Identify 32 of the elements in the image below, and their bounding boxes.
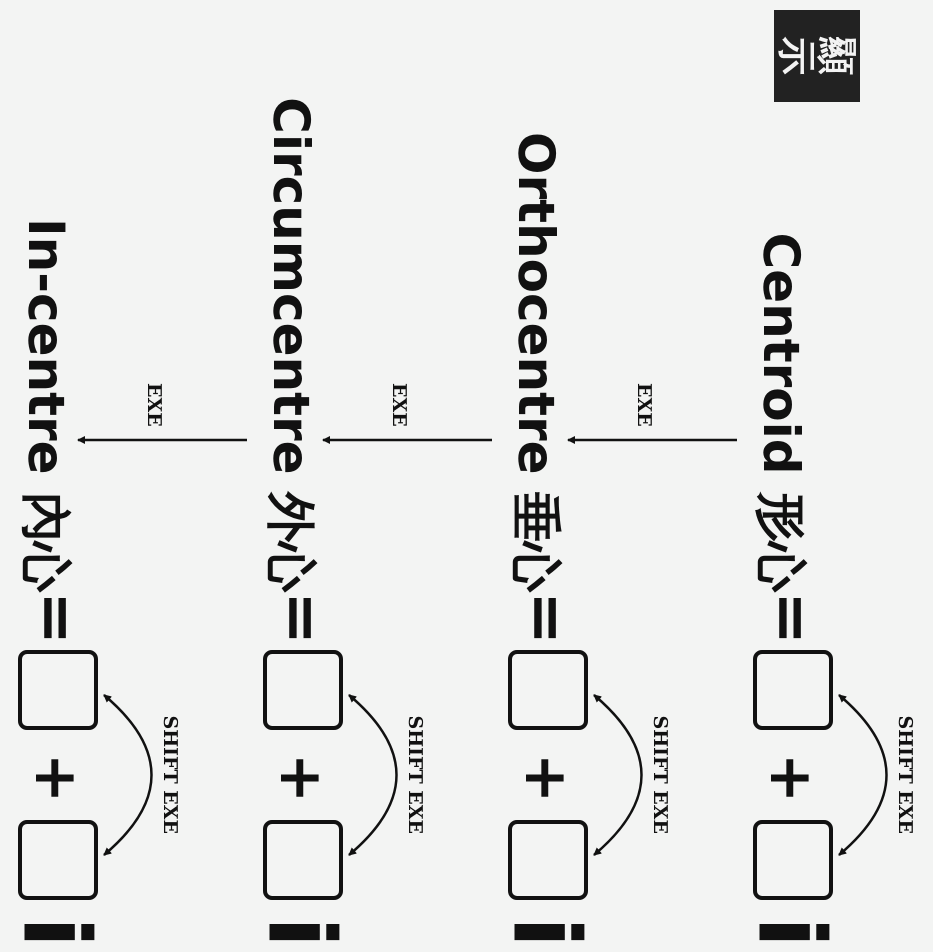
answer-box — [508, 650, 588, 730]
equals-sign: = — [264, 591, 338, 645]
answer-box — [263, 820, 343, 900]
answer-box — [18, 650, 98, 730]
arrow — [77, 436, 247, 444]
curved-arrow — [593, 694, 643, 856]
unit-i: i — [492, 916, 600, 948]
badge: 顯示 — [774, 10, 860, 102]
answer-box — [18, 820, 98, 900]
plus-sign: + — [21, 752, 91, 804]
equals-sign: = — [509, 591, 583, 645]
arrow — [567, 436, 737, 444]
curved-arrow — [348, 694, 398, 856]
answer-box — [508, 820, 588, 900]
equals-sign: = — [19, 591, 93, 645]
formula-text: Orthocentre 垂心 — [506, 132, 566, 592]
answer-box — [753, 820, 833, 900]
unit-i: i — [2, 916, 110, 948]
arrow — [322, 436, 492, 444]
plus-sign: + — [266, 752, 336, 804]
curved-arrow — [838, 694, 888, 856]
plus-sign: + — [511, 752, 581, 804]
plus-sign: + — [756, 752, 826, 804]
formula-text: Centroid 形心 — [751, 232, 811, 592]
unit-i: i — [248, 916, 354, 948]
formula-text: Circumcentre 外心 — [261, 97, 321, 592]
answer-box — [753, 650, 833, 730]
equals-sign: = — [754, 591, 828, 645]
curved-arrow — [103, 694, 153, 856]
unit-i: i — [738, 916, 844, 948]
formula-text: In-centre 內心 — [16, 218, 76, 592]
answer-box — [263, 650, 343, 730]
